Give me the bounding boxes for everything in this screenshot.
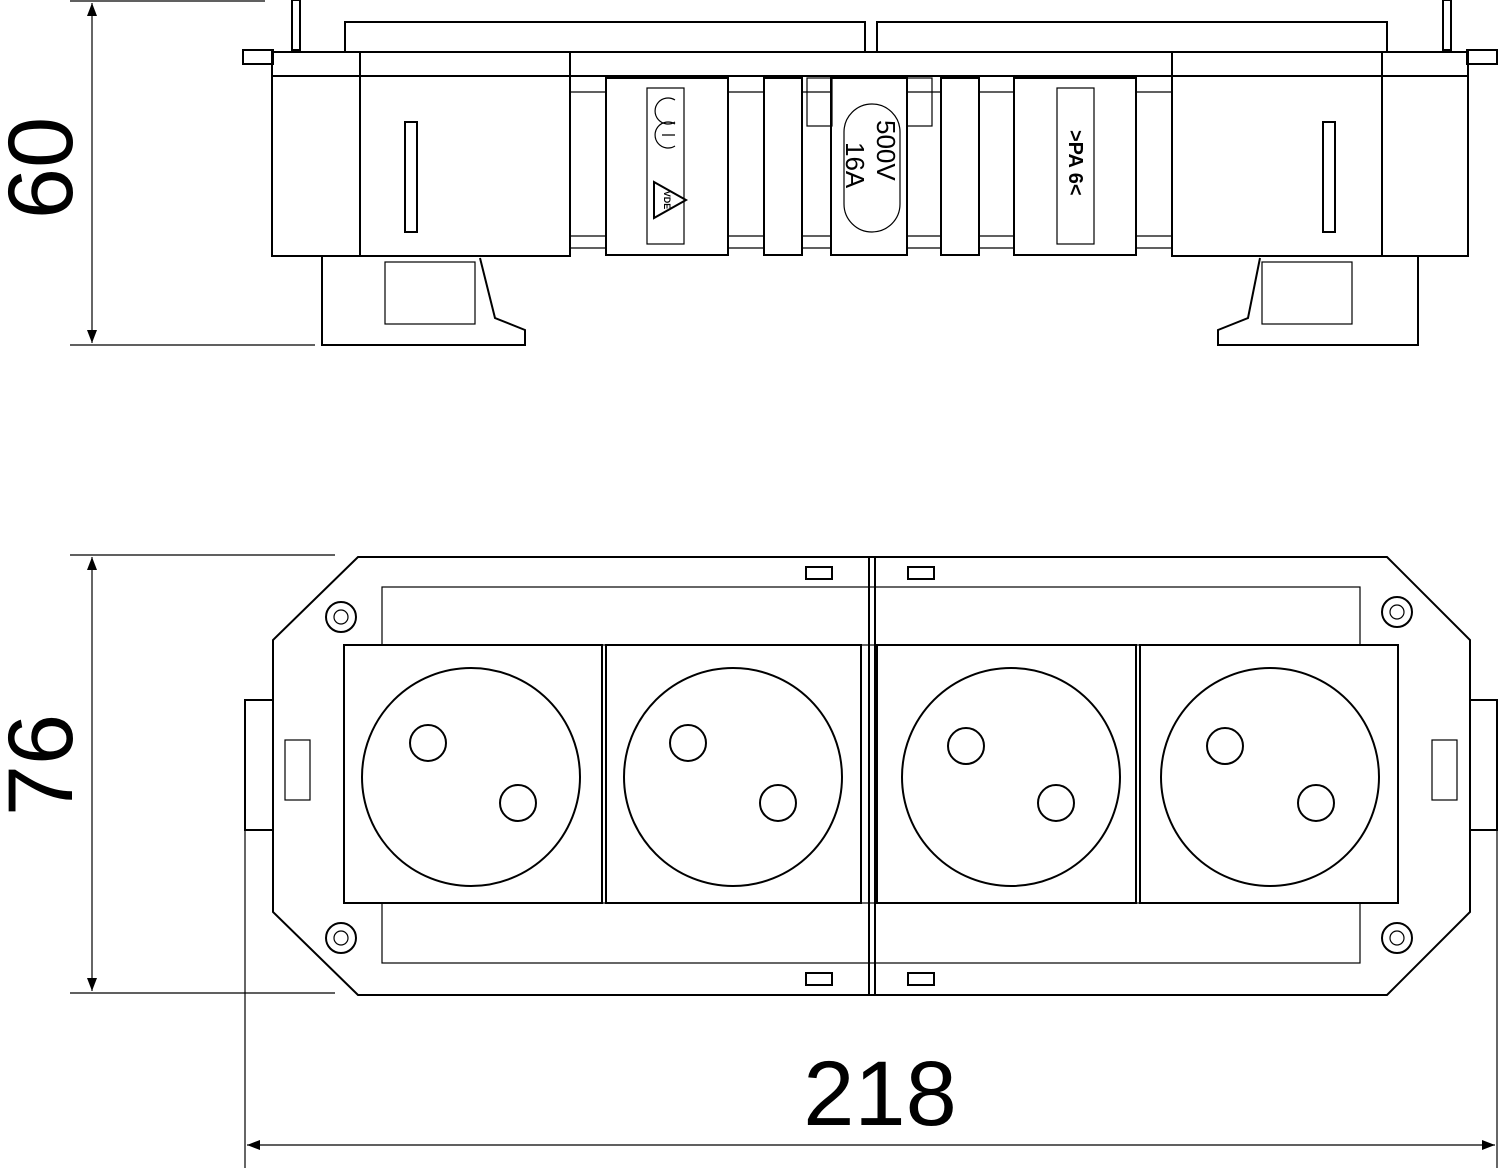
side-view: 500V 16A >PA 6< VDE: [242, 0, 1498, 346]
dimension-label-76: 76: [0, 714, 92, 816]
material-label: >PA 6<: [1064, 130, 1086, 196]
screw-icon: [325, 601, 357, 633]
dimension-218: 218: [244, 815, 1498, 1168]
screw-icon: [1381, 922, 1413, 954]
voltage-label: 500V: [871, 120, 901, 181]
dimension-60: 60: [0, 0, 315, 346]
vde-mark-icon: VDE: [653, 180, 689, 220]
dimension-label-218: 218: [803, 1043, 957, 1145]
screw-icon: [1381, 596, 1413, 628]
material-panel: [1013, 77, 1137, 256]
dimension-76: 76: [0, 554, 335, 994]
socket: [343, 644, 603, 904]
current-label: 16A: [840, 142, 870, 189]
ce-mark-icon: [654, 97, 676, 149]
dimension-label-60: 60: [0, 117, 92, 219]
vde-mark-label: VDE: [662, 191, 672, 210]
socket: [876, 644, 1137, 904]
screw-icon: [325, 922, 357, 954]
top-view: [244, 556, 1498, 996]
socket: [605, 644, 862, 904]
ce-panel: [605, 77, 729, 256]
socket: [1139, 644, 1399, 904]
